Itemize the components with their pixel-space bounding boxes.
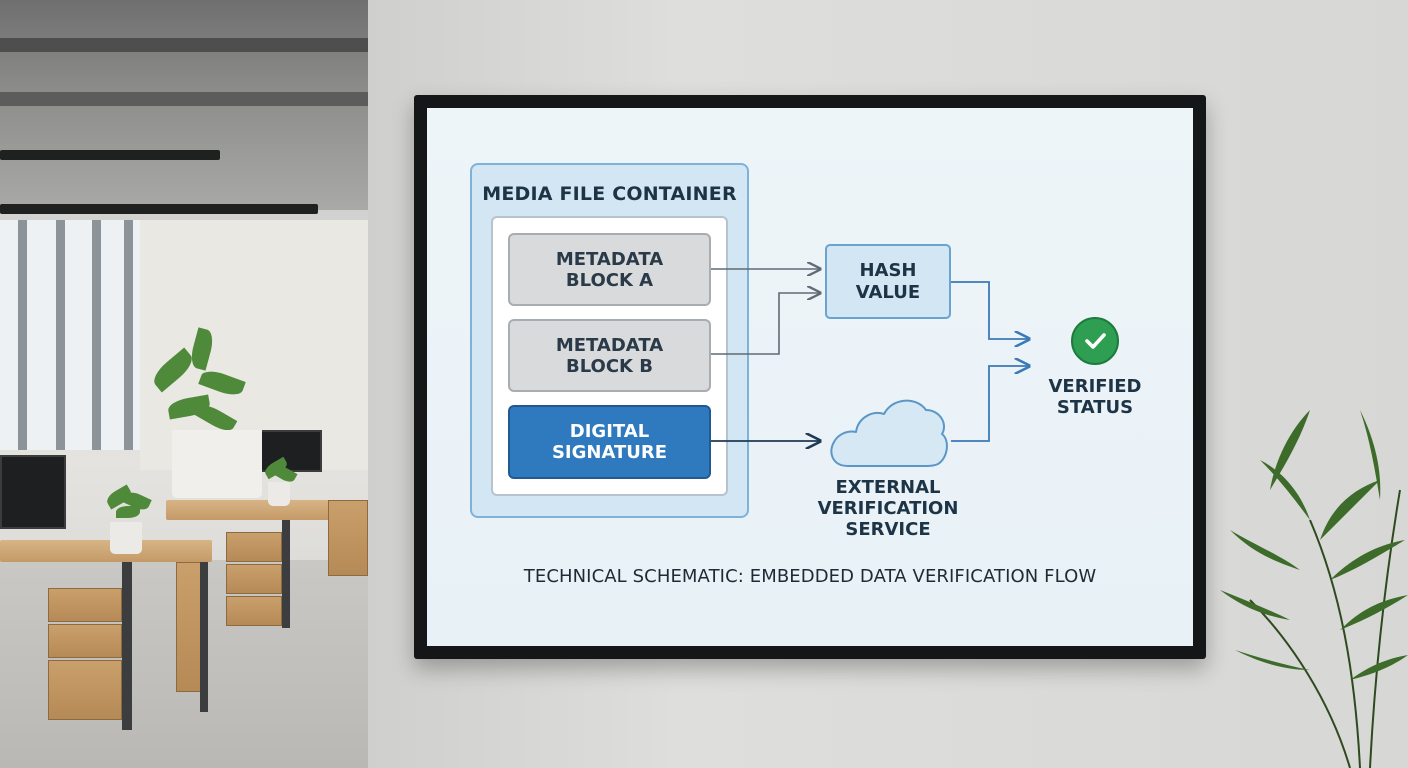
- office-background: [0, 0, 368, 768]
- window-mullion: [56, 220, 65, 450]
- back-wall: [140, 220, 368, 470]
- ceiling-light: [0, 150, 220, 160]
- desk-drawer: [48, 588, 122, 622]
- potted-plant: [1220, 410, 1408, 768]
- plant-pot: [110, 522, 142, 554]
- window-mullion: [92, 220, 101, 450]
- window-mullion: [124, 220, 133, 450]
- desk-drawer: [226, 532, 282, 562]
- metadata-block-a: METADATA BLOCK A: [508, 233, 711, 306]
- desk-drawer: [48, 660, 122, 720]
- desk-drawer: [328, 500, 368, 576]
- container-title: MEDIA FILE CONTAINER: [482, 183, 737, 205]
- ceiling-beam: [0, 92, 368, 106]
- plant-leaf: [116, 506, 140, 518]
- desk-leg: [282, 520, 290, 628]
- desk-leg: [122, 562, 132, 730]
- desk-drawer: [226, 564, 282, 594]
- desk: [166, 500, 330, 520]
- verified-badge: [1071, 317, 1119, 365]
- desk-drawer: [48, 624, 122, 658]
- plant-pot: [268, 482, 290, 506]
- plant-pot: [172, 430, 262, 498]
- desk-leg: [200, 562, 208, 712]
- checkmark-icon: [1085, 333, 1106, 349]
- hash-value-box: HASH VALUE: [825, 244, 951, 319]
- desk: [0, 540, 212, 562]
- metadata-block-b: METADATA BLOCK B: [508, 319, 711, 392]
- digital-signature-block: DIGITAL SIGNATURE: [508, 405, 711, 479]
- external-verification-service-label: EXTERNAL VERIFICATION SERVICE: [817, 477, 959, 540]
- diagram-caption: TECHNICAL SCHEMATIC: EMBEDDED DATA VERIF…: [523, 566, 1097, 587]
- verified-status-label: VERIFIED STATUS: [1048, 376, 1142, 418]
- ceiling-light: [0, 204, 318, 214]
- desk-drawer: [226, 596, 282, 626]
- monitor: [0, 455, 66, 529]
- window-mullion: [18, 220, 27, 450]
- ceiling-beam: [0, 38, 368, 52]
